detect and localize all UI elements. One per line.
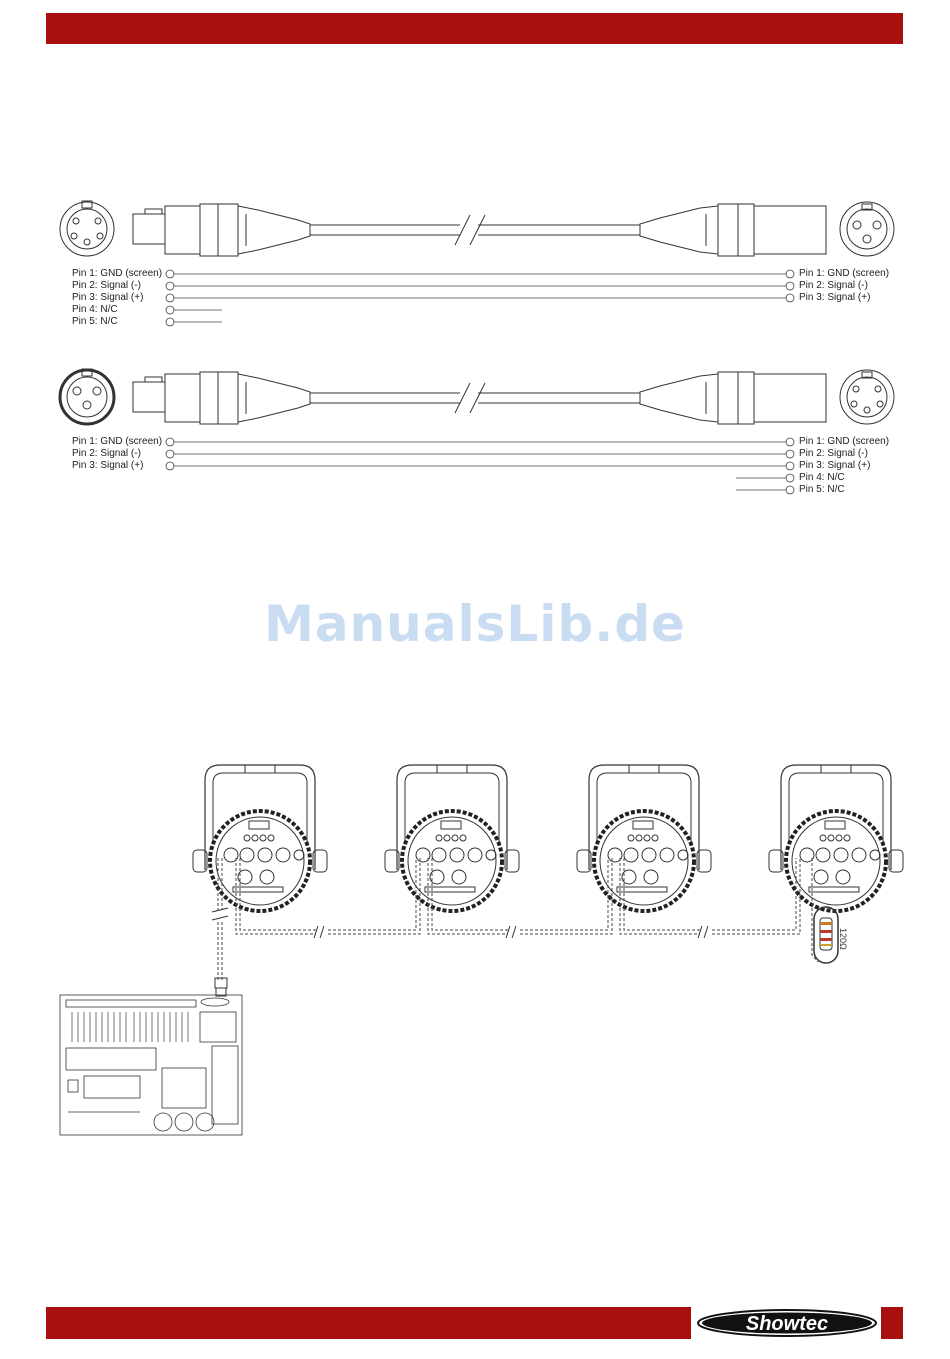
xlr-female-plug <box>133 372 310 424</box>
cable2-right-pin-1: Pin 1: GND (screen) <box>799 436 889 448</box>
cable2-right-pin-2: Pin 2: Signal (-) <box>799 448 868 460</box>
fixture-3 <box>577 765 711 911</box>
cable-diagram-5pin-to-3pin <box>0 190 950 340</box>
xlr-male-plug <box>640 372 826 424</box>
cable1-left-pin-4: Pin 4: N/C <box>72 304 118 316</box>
xlr-3pin-male-face-icon <box>840 202 894 256</box>
footer-bar <box>46 1307 691 1339</box>
footer-bar-end <box>881 1307 903 1339</box>
xlr-plug-icon <box>215 978 227 996</box>
cable2-left-pin-2: Pin 2: Signal (-) <box>72 448 141 460</box>
xlr-5pin-male-face-icon <box>840 370 894 424</box>
fixture-4 <box>769 765 903 911</box>
cable2-right-pin-5: Pin 5: N/C <box>799 484 845 496</box>
cable1-left-pin-3: Pin 3: Signal (+) <box>72 292 143 304</box>
cable1-right-pin-1: Pin 1: GND (screen) <box>799 268 889 280</box>
cable1-left-pin-2: Pin 2: Signal (-) <box>72 280 141 292</box>
terminator-resistor-icon <box>814 907 838 963</box>
header-bar <box>46 13 903 44</box>
showtec-logo: Showtec <box>696 1309 878 1337</box>
fixture-1 <box>193 765 327 911</box>
xlr-female-plug <box>133 204 310 256</box>
xlr-3pin-female-face-icon <box>60 369 114 424</box>
cable <box>310 215 640 245</box>
pin-wires <box>166 438 794 494</box>
dmx-controller <box>60 995 242 1135</box>
cable2-right-pin-4: Pin 4: N/C <box>799 472 845 484</box>
watermark: ManualsLib.de <box>0 595 950 653</box>
dmx-chain-diagram: 120Ω <box>0 750 950 1150</box>
brand-name: Showtec <box>746 1313 828 1335</box>
cable1-left-pin-1: Pin 1: GND (screen) <box>72 268 162 280</box>
xlr-male-plug <box>640 204 826 256</box>
fixture-2 <box>385 765 519 911</box>
cable2-left-pin-3: Pin 3: Signal (+) <box>72 460 143 472</box>
cable1-right-pin-2: Pin 2: Signal (-) <box>799 280 868 292</box>
terminator-label: 120Ω <box>838 928 848 950</box>
cable1-left-pin-5: Pin 5: N/C <box>72 316 118 328</box>
pin-wires <box>166 270 794 326</box>
xlr-5pin-female-face-icon <box>60 201 114 256</box>
cable2-left-pin-1: Pin 1: GND (screen) <box>72 436 162 448</box>
cable2-right-pin-3: Pin 3: Signal (+) <box>799 460 870 472</box>
cable <box>310 383 640 413</box>
cable1-right-pin-3: Pin 3: Signal (+) <box>799 292 870 304</box>
